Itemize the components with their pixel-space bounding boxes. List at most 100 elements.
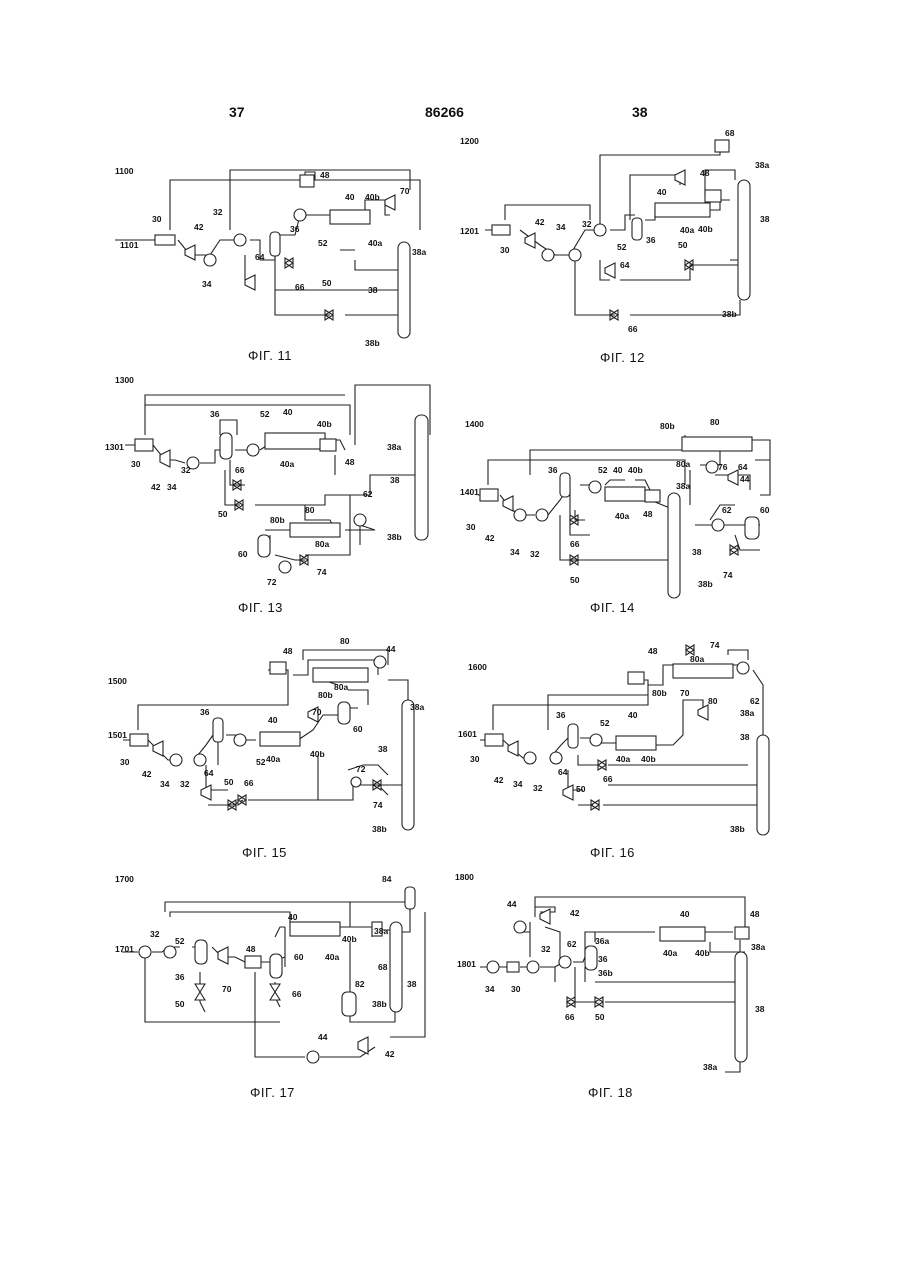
figure-18: 1800 44 42 32 62 36a 36 36b 40 48 40a 40… [455, 872, 785, 1082]
fig11-caption: ΦΙΓ. 11 [248, 348, 292, 363]
figure-13: 1300 1301 30 42 34 32 36 52 40 40b 40a 4… [105, 375, 445, 590]
fig13-label-17: 80b [270, 515, 285, 525]
fig15-label-19: 50 [224, 777, 234, 787]
fig17-label-18: 44 [318, 1032, 328, 1042]
fig16-label-16: 40a [616, 754, 630, 764]
fig16-label-3: 80b [652, 688, 667, 698]
fig18-label-12: 38a [751, 942, 765, 952]
fig14-label-20: 62 [722, 505, 732, 515]
fig11-label-1: 30 [152, 214, 162, 224]
fig15-label-2: 44 [386, 644, 396, 654]
fig15-label-21: 74 [373, 800, 383, 810]
fig12-label-1: 38a [755, 160, 769, 170]
fig13-label-8: 40b [317, 419, 332, 429]
fig12-label-9: 52 [617, 242, 627, 252]
fig11-label-10: 52 [318, 238, 328, 248]
fig12-label-14: 64 [620, 260, 630, 270]
fig14-caption: ΦΙΓ. 14 [590, 600, 635, 615]
fig13-label-14: 62 [363, 489, 373, 499]
fig12-label-0: 68 [725, 128, 735, 138]
fig17-label-7: 70 [222, 984, 232, 994]
fig15-label-13: 66 [244, 778, 254, 788]
fig11-label-9: 36 [290, 224, 300, 234]
fig15-label-0: 48 [283, 646, 293, 656]
fig14-label-4: 42 [485, 533, 495, 543]
fig13-label-9: 40a [280, 459, 294, 469]
fig16-label-12: 36 [556, 710, 566, 720]
figure-14: 1400 80b 80 1401 30 42 34 32 36 52 40 40… [460, 415, 800, 605]
fig16-label-22: 38b [730, 824, 745, 834]
fig14-label-2: 1401 [460, 487, 479, 497]
fig13-label-4: 32 [181, 465, 191, 475]
fig16-label-13: 52 [600, 718, 610, 728]
fig13-label-2: 42 [151, 482, 161, 492]
fig15-label-10: 32 [180, 779, 190, 789]
figure-12: 1200 68 38a 48 40 1201 30 42 34 32 52 36… [460, 130, 800, 330]
figure-11: 1100 1101 30 42 34 32 48 40 40b 70 36 52… [100, 160, 440, 350]
fig17-label-5: 50 [175, 999, 185, 1009]
figure-12-diagram: 1200 68 38a 48 40 1201 30 42 34 32 52 36… [460, 130, 800, 330]
fig16-label-21: 38 [740, 732, 750, 742]
fig16-label-10: 34 [513, 779, 523, 789]
fig14-label-9: 40 [613, 465, 623, 475]
fig14-label-13: 66 [570, 539, 580, 549]
fig16-label-18: 64 [558, 767, 568, 777]
fig15-label-15: 40a [266, 754, 280, 764]
fig11-label-15: 38a [412, 247, 426, 257]
fig14-label-3: 30 [466, 522, 476, 532]
fig14-ref: 1400 [465, 419, 484, 429]
fig18-label-3: 32 [541, 944, 551, 954]
fig13-label-5: 36 [210, 409, 220, 419]
fig18-label-14: 34 [485, 984, 495, 994]
fig18-label-17: 50 [595, 1012, 605, 1022]
figure-15: 1500 48 80 44 80b 80a 60 1501 30 42 34 3… [108, 640, 428, 840]
fig14-label-15: 38a [676, 481, 690, 491]
fig14-label-6: 32 [530, 549, 540, 559]
fig16-label-0: 74 [710, 640, 720, 650]
fig15-label-20: 72 [356, 764, 366, 774]
fig13-ref: 1300 [115, 375, 134, 385]
fig17-label-8: 40 [288, 912, 298, 922]
fig12-ref: 1200 [460, 136, 479, 146]
fig11-label-6: 40 [345, 192, 355, 202]
fig12-label-3: 40 [657, 187, 667, 197]
fig17-label-6: 48 [246, 944, 256, 954]
figure-11-diagram: 1100 1101 30 42 34 32 48 40 40b 70 36 52… [100, 160, 440, 350]
fig16-label-4: 80 [708, 696, 718, 706]
fig17-label-19: 42 [385, 1049, 395, 1059]
fig12-label-4: 1201 [460, 226, 479, 236]
fig11-label-4: 32 [213, 207, 223, 217]
fig12-label-7: 34 [556, 222, 566, 232]
fig14-label-23: 74 [723, 570, 733, 580]
fig13-label-19: 60 [238, 549, 248, 559]
fig14-label-7: 36 [548, 465, 558, 475]
fig12-label-6: 42 [535, 217, 545, 227]
fig12-label-12: 40b [698, 224, 713, 234]
fig18-label-5: 36a [595, 936, 609, 946]
fig17-label-17: 38 [407, 979, 417, 989]
fig14-label-10: 40b [628, 465, 643, 475]
fig14-label-14: 50 [570, 575, 580, 585]
fig12-label-2: 48 [700, 168, 710, 178]
figure-17-diagram: 1700 84 1701 32 52 36 50 48 70 40 40b 40… [110, 872, 440, 1077]
fig11-label-13: 66 [295, 282, 305, 292]
fig12-label-10: 36 [646, 235, 656, 245]
figure-16: 1600 74 48 80a 80b 80 62 38a 1601 30 42 … [458, 640, 788, 840]
fig15-ref: 1500 [108, 676, 127, 686]
fig13-label-22: 74 [317, 567, 327, 577]
figure-14-diagram: 1400 80b 80 1401 30 42 34 32 36 52 40 40… [460, 415, 800, 605]
fig18-label-7: 36b [598, 968, 613, 978]
right-page-number: 38 [632, 104, 648, 120]
fig12-label-8: 32 [582, 219, 592, 229]
fig18-label-8: 40 [680, 909, 690, 919]
figure-15-diagram: 1500 48 80 44 80b 80a 60 1501 30 42 34 3… [108, 640, 428, 840]
fig16-label-2: 80a [690, 654, 704, 664]
fig16-label-1: 48 [648, 646, 658, 656]
fig17-label-2: 32 [150, 929, 160, 939]
fig17-label-11: 60 [294, 952, 304, 962]
fig15-label-18: 52 [256, 757, 266, 767]
fig14-label-1: 80 [710, 417, 720, 427]
fig14-label-18: 64 [738, 462, 748, 472]
fig11-label-7: 40b [365, 192, 380, 202]
fig13-label-21: 72 [267, 577, 277, 587]
